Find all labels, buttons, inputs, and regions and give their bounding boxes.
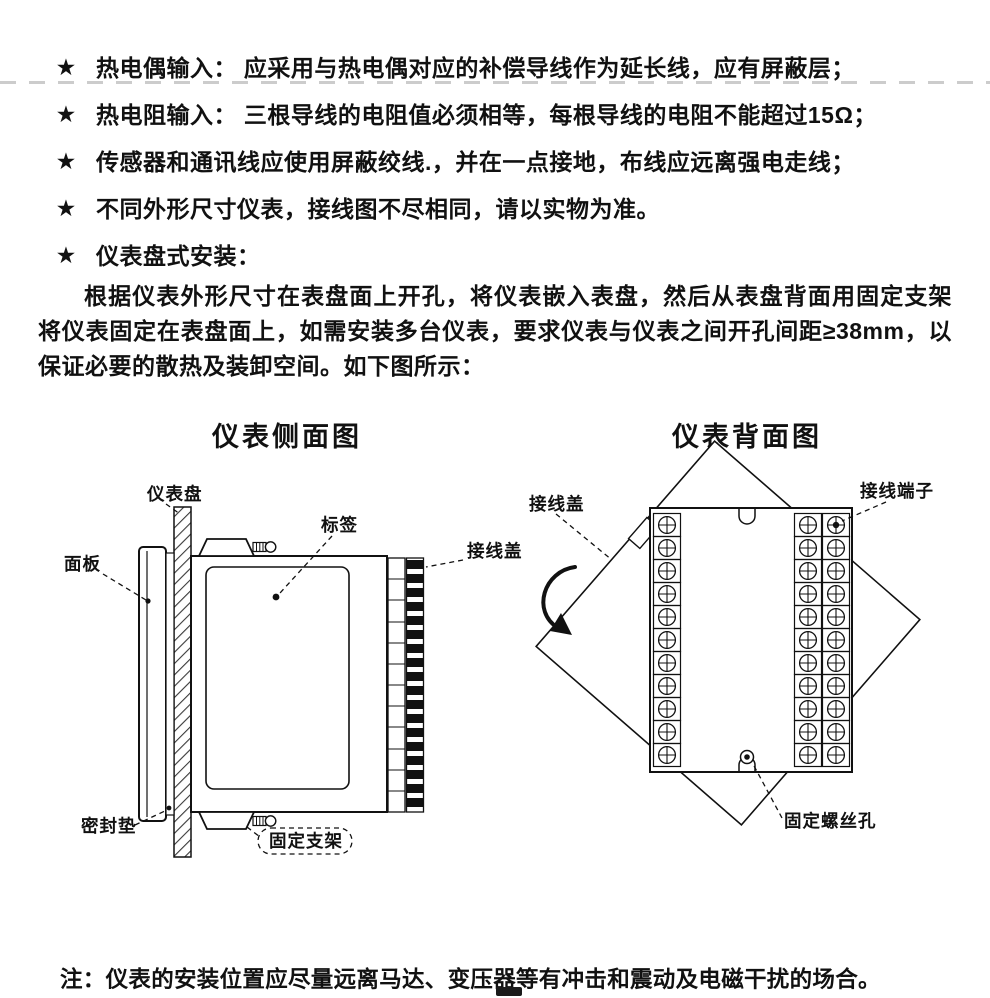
front-panel-dot — [145, 598, 151, 604]
mounting-bracket-bottom — [197, 811, 256, 830]
panel-leader — [165, 503, 181, 515]
section-heading-text: 仪表盘式安装： — [96, 243, 261, 269]
note-item: ★ 传感器和通讯线应使用屏蔽绞线.，并在一点接地，布线应远离强电走线； — [57, 149, 990, 175]
bracket-screw-bottom — [252, 815, 277, 827]
back-view-title: 仪表背面图 — [671, 422, 822, 452]
tag-label: 标签 — [320, 515, 358, 535]
screw-hole-leader — [752, 763, 783, 819]
wiring-cover-label-back: 接线盖 — [529, 494, 585, 514]
note-text: 不同外形尺寸仪表，接线图不尽相同，请以实物为准。 — [96, 196, 660, 222]
seal-gasket — [165, 552, 175, 816]
mounting-bracket-top — [197, 538, 256, 557]
note-text: 热电偶输入： 应采用与热电偶对应的补偿导线作为延长线，应有屏蔽层； — [96, 55, 855, 81]
bracket-leader — [246, 826, 261, 838]
fixing-screw-hole-dot — [744, 754, 750, 760]
note-text: 热电阻输入： 三根导线的电阻值必须相等，每根导线的电阻不能超过15Ω； — [96, 102, 877, 128]
wiring-cover-leader-side — [425, 559, 464, 568]
terminal-label: 接线端子 — [860, 481, 934, 501]
terminal-leader — [841, 501, 887, 522]
side-view-diagram: 仪表侧面图 — [64, 422, 523, 858]
star-icon: ★ — [57, 198, 76, 220]
panel-label: 仪表盘 — [146, 484, 203, 504]
note-text: 传感器和通讯线应使用屏蔽绞线.，并在一点接地，布线应远离强电走线； — [96, 149, 855, 175]
seal-gasket-leader — [134, 809, 168, 826]
seal-gasket-dot — [166, 805, 172, 811]
rotation-arrow — [541, 565, 577, 635]
installation-paragraph: 根据仪表外形尺寸在表盘面上开孔，将仪表嵌入表盘，然后从表盘背面用固定支架将仪表固… — [38, 283, 952, 379]
tag-leader — [279, 535, 333, 594]
back-view-diagram: 仪表背面图 — [529, 422, 934, 831]
note-item: ★ 热电偶输入： 应采用与热电偶对应的补偿导线作为延长线，应有屏蔽层； — [57, 55, 990, 81]
page-corner-mark — [496, 987, 522, 996]
tag-point — [272, 593, 280, 601]
wiring-notes-list: ★ 热电偶输入： 应采用与热电偶对应的补偿导线作为延长线，应有屏蔽层； ★ 热电… — [57, 55, 990, 222]
terminal-block — [387, 557, 425, 813]
wiring-cover-label-side: 接线盖 — [467, 541, 523, 561]
terminal-dot — [832, 521, 840, 529]
manual-page: ★ 热电偶输入： 应采用与热电偶对应的补偿导线作为延长线，应有屏蔽层； ★ 热电… — [0, 55, 990, 996]
instrument-back — [649, 507, 853, 773]
installation-diagrams: 仪表侧面图 — [64, 422, 934, 858]
label-area — [205, 566, 350, 790]
star-icon: ★ — [57, 104, 76, 126]
side-view-title: 仪表侧面图 — [211, 422, 362, 452]
star-icon: ★ — [57, 245, 76, 267]
bracket-label: 固定支架 — [269, 831, 343, 851]
section-heading: ★ 仪表盘式安装： — [57, 243, 990, 269]
wiring-cover-leader-back — [555, 513, 613, 561]
star-icon: ★ — [57, 57, 76, 79]
star-icon: ★ — [57, 151, 76, 173]
seal-gasket-label: 密封垫 — [81, 816, 137, 836]
front-bezel — [138, 546, 167, 822]
mount-tab-top — [738, 509, 756, 525]
page-top-divider — [0, 81, 990, 84]
screw-hole-label: 固定螺丝孔 — [784, 811, 877, 831]
note-item: ★ 热电阻输入： 三根导线的电阻值必须相等，每根导线的电阻不能超过15Ω； — [57, 102, 990, 128]
bracket-screw-top — [252, 541, 277, 553]
front-panel-label: 面板 — [64, 554, 101, 574]
note-item: ★ 不同外形尺寸仪表，接线图不尽相同，请以实物为准。 — [57, 196, 990, 222]
panel-wall — [173, 506, 192, 858]
